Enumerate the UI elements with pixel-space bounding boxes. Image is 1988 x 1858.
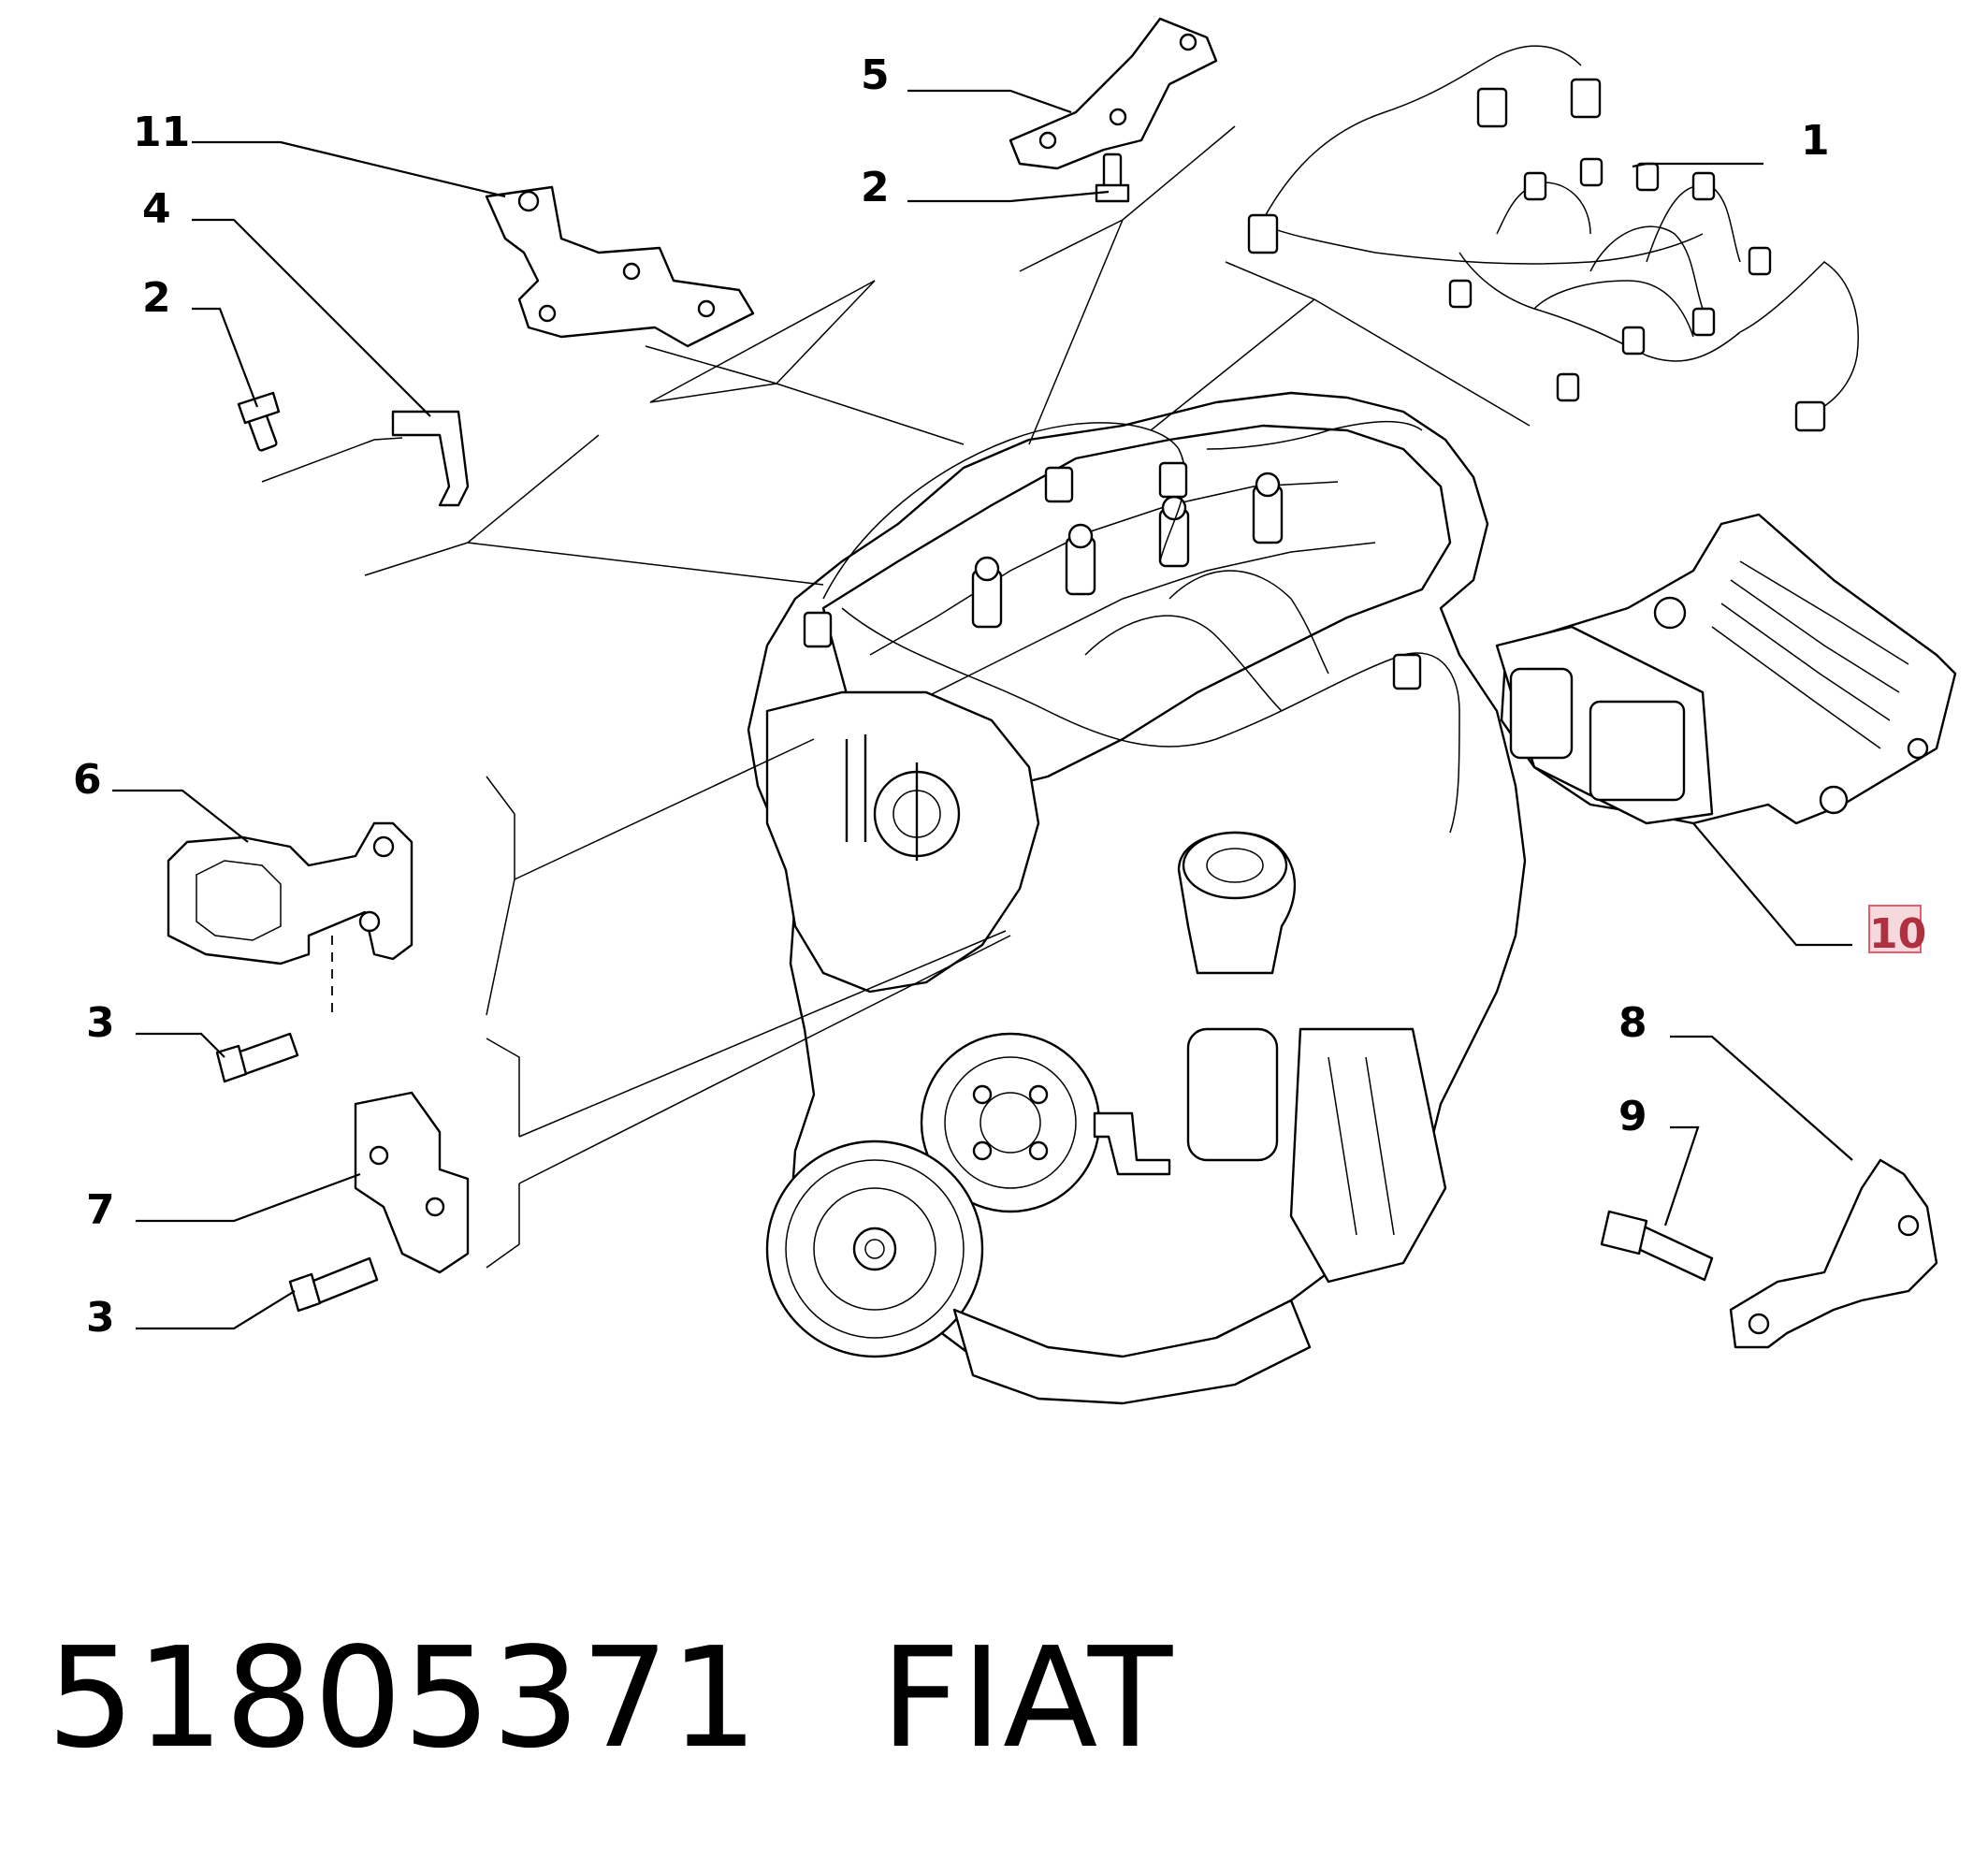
part-6-mount	[167, 821, 414, 1020]
part-3-bolt-upper	[215, 1032, 299, 1083]
part-8-bracket	[1729, 1158, 1938, 1349]
part-11-bracket	[485, 185, 755, 348]
callout-2-top: 2	[861, 164, 890, 211]
callout-2-left: 2	[142, 274, 171, 322]
callout-3-upper: 3	[86, 999, 115, 1047]
callout-8: 8	[1618, 999, 1647, 1047]
leader-lines	[112, 89, 1853, 1330]
callout-1: 1	[1801, 117, 1830, 165]
callout-5: 5	[861, 51, 890, 99]
callout-6: 6	[73, 756, 102, 804]
part-1-injector-harness	[1247, 45, 1859, 432]
part-5-bracket	[1009, 17, 1218, 170]
brand-name: FIAT	[880, 1618, 1174, 1778]
part-3-bolt-lower	[288, 1256, 379, 1313]
callout-4: 4	[142, 185, 171, 233]
part-7-plate	[354, 1091, 470, 1274]
part-10-ecu	[1495, 513, 1957, 825]
part-4-clip	[261, 410, 470, 507]
part-number: 51805371	[47, 1618, 760, 1778]
callout-labels: 11 4 2 5 2 1 10 6 3 7 3 8 9	[73, 51, 1926, 1342]
injector-row	[971, 472, 1284, 629]
part-2-bolt-top	[1095, 152, 1130, 203]
callout-10-highlight	[1868, 905, 1922, 953]
part-9-bolt	[1600, 1210, 1714, 1282]
pointer-lines	[364, 125, 1531, 1269]
engine-assembly	[747, 391, 1527, 1405]
part-2-bolt-left	[237, 391, 281, 452]
callout-9: 9	[1618, 1093, 1647, 1140]
callout-7: 7	[86, 1186, 115, 1234]
callout-10: 10	[1869, 910, 1926, 958]
callout-3-lower: 3	[86, 1294, 115, 1342]
part-number-footer: 51805371 FIAT	[47, 1618, 1173, 1778]
callout-11: 11	[133, 109, 190, 156]
